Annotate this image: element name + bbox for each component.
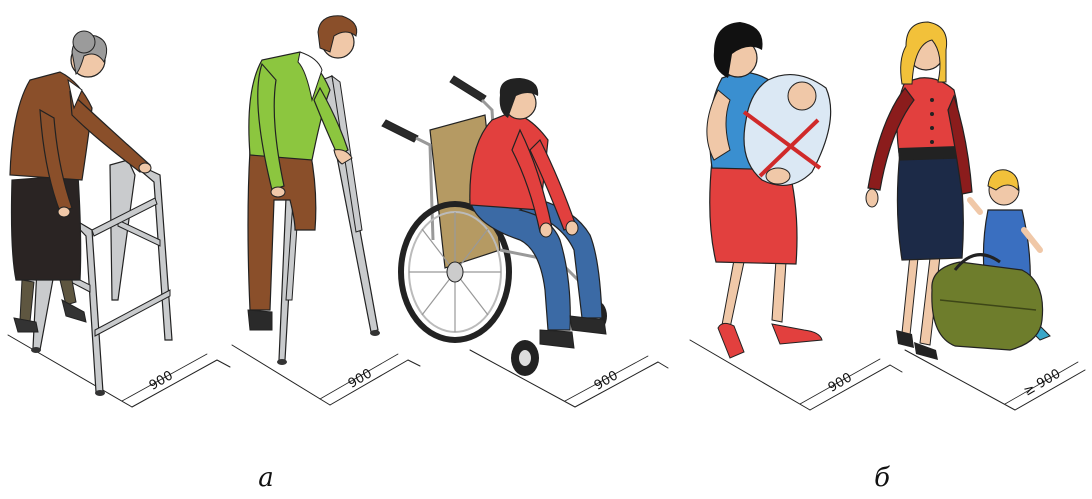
panel-label-right: б — [874, 463, 890, 493]
dimension-lines-3 — [470, 350, 668, 407]
elderly-woman-walker-figure: 900 — [8, 31, 230, 407]
woman-with-child-figure: ≥ 900 — [866, 22, 1085, 410]
dimension-label-4: 900 — [826, 370, 855, 395]
seated-woman — [470, 78, 606, 348]
dimension-lines-4 — [690, 340, 902, 410]
panel-label-left: а — [258, 463, 274, 493]
dimension-label-1: 900 — [147, 368, 176, 393]
woman-in-wheelchair-figure: 900 — [382, 76, 668, 407]
woman-holding-infant — [707, 22, 831, 358]
dimension-lines-2 — [232, 345, 420, 405]
woman-with-infant-figure: 900 — [690, 22, 902, 410]
man-on-crutches-figure: 900 — [232, 16, 420, 405]
woman-with-child — [866, 22, 1050, 360]
